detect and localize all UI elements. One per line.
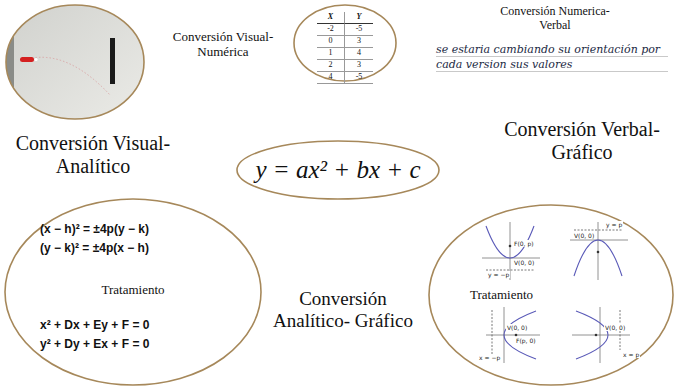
- table-cell: 4: [345, 48, 373, 60]
- graph-label: V(0, 0): [573, 232, 595, 239]
- table-cell: 0: [317, 36, 345, 48]
- table-cell: -5: [345, 24, 373, 36]
- table-cell: 1: [317, 48, 345, 60]
- table-cell: -5: [345, 72, 373, 84]
- analytic-ellipse: (x − h)² = ±4p(y − k) (y − k)² = ±4p(x − …: [4, 198, 262, 386]
- graph-label: V(0, 0): [604, 324, 626, 331]
- formula-text: y² + Dy + Ex + F = 0: [40, 337, 149, 351]
- equation-text: y = ax² + bx + c: [256, 156, 421, 184]
- graph-label: y = p: [605, 221, 623, 228]
- graph-label: y = −p: [487, 271, 510, 278]
- ellipse-outline: [293, 4, 397, 82]
- table-header: Y: [345, 12, 373, 24]
- ellipse-outline: [428, 204, 674, 386]
- value-table: XY-2-50314234-5: [317, 12, 373, 84]
- table-cell: 3: [345, 36, 373, 48]
- graph-label: x = p: [622, 351, 640, 358]
- graph-label: V(0, 0): [513, 259, 535, 266]
- photo: [0, 0, 150, 125]
- conversion-label: Conversión Visual-Numérica: [168, 30, 278, 60]
- conversion-label: Conversión Verbal-Gráfico: [496, 118, 668, 164]
- table-ellipse: XY-2-50314234-5: [293, 4, 397, 82]
- conversion-label: Conversión Numerica-Verbal: [488, 5, 622, 33]
- table-cell: 2: [317, 60, 345, 72]
- formula-text: (y − k)² = ±4p(x − h): [40, 241, 149, 255]
- conversion-label: Conversión Analítico- Gráfico: [262, 288, 424, 332]
- conversion-label: Conversión Visual-Analítico: [4, 132, 182, 178]
- handwritten-note: se estaria cambiando su orientación por …: [436, 42, 668, 72]
- table-header: X: [317, 12, 345, 24]
- table-cell: 3: [345, 60, 373, 72]
- table-cell: -2: [317, 24, 345, 36]
- treatment-heading: Tratamiento: [470, 287, 533, 303]
- equation-ellipse: y = ax² + bx + c: [236, 140, 440, 200]
- graph-label: V(0, 0): [506, 324, 528, 331]
- graph-label: F(p, 0): [515, 337, 537, 344]
- graphic-ellipse: Tratamiento: [428, 204, 674, 386]
- graph-label: x = −p: [478, 354, 501, 361]
- formula-text: (x − h)² = ±4p(y − k): [40, 222, 149, 236]
- formula-text: x² + Dx + Ey + F = 0: [40, 318, 149, 332]
- table-cell: 4: [317, 72, 345, 84]
- graph-label: F(0, p): [513, 240, 535, 247]
- treatment-heading: Tratamiento: [4, 282, 262, 298]
